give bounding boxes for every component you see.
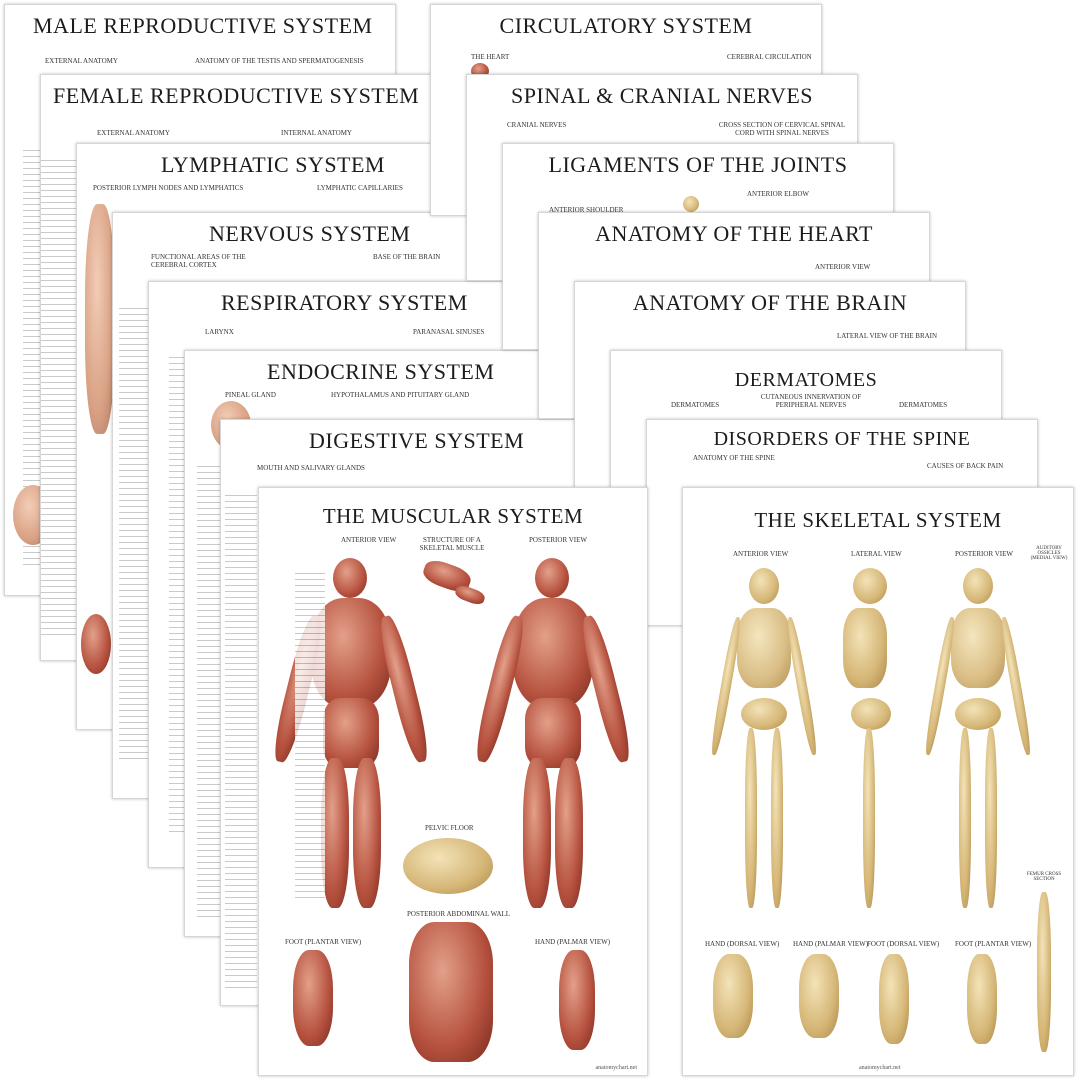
poster-title: RESPIRATORY SYSTEM (221, 290, 468, 315)
poster-title: CIRCULATORY SYSTEM (499, 13, 753, 38)
poster-title: ANATOMY OF THE HEART (595, 221, 873, 246)
view-label: POSTERIOR VIEW (529, 536, 588, 544)
view-label: HAND (PALMAR VIEW) (793, 940, 869, 948)
view-label: HAND (PALMAR VIEW) (535, 938, 611, 946)
poster-title: FEMALE REPRODUCTIVE SYSTEM (53, 83, 420, 108)
poster-subtitle: POSTERIOR LYMPH NODES AND LYMPHATICS (93, 184, 244, 192)
poster-subtitle: ANTERIOR VIEW (815, 263, 871, 271)
poster-title: ANATOMY OF THE BRAIN (632, 290, 908, 315)
anterior-skeleton (708, 568, 820, 918)
poster-subtitle: DERMATOMES (671, 401, 720, 409)
label-lines (225, 490, 257, 990)
poster-subtitle: PINEAL GLAND (225, 391, 276, 399)
label-lines (295, 568, 325, 898)
view-label: PELVIC FLOOR (425, 824, 474, 832)
poster-subtitle: ANTERIOR ELBOW (747, 190, 810, 198)
poster-title: LIGAMENTS OF THE JOINTS (548, 152, 848, 177)
poster-subtitle: LARYNX (205, 328, 234, 336)
view-label: ANTERIOR VIEW (733, 550, 789, 558)
poster-subtitle: CRANIAL NERVES (507, 121, 567, 129)
poster-subtitle: THE HEART (471, 53, 510, 61)
poster-title: DISORDERS OF THE SPINE (713, 428, 971, 450)
poster-title: DERMATOMES (734, 369, 878, 391)
view-label: LATERAL VIEW (851, 550, 902, 558)
hand-dorsal-illustration (713, 954, 753, 1038)
footer-url: anatomychart.net (859, 1065, 901, 1071)
poster-subtitle: ANTERIOR SHOULDER (549, 206, 624, 214)
posterior-skeleton (922, 568, 1034, 918)
poster-subtitle: CROSS SECTION OF CERVICAL SPINAL CORD WI… (718, 121, 846, 137)
poster-subtitle: ANATOMY OF THE TESTIS AND SPERMATOGENESI… (195, 57, 364, 65)
abdominal-wall-illustration (409, 922, 493, 1062)
poster-subtitle: CAUSES OF BACK PAIN (927, 462, 1004, 470)
poster-subtitle: ANATOMY OF THE SPINE (693, 454, 775, 462)
view-label: POSTERIOR VIEW (955, 550, 1014, 558)
poster-title: SPINAL & CRANIAL NERVES (510, 83, 814, 108)
poster-title: MALE REPRODUCTIVE SYSTEM (33, 13, 373, 38)
illustration (81, 614, 111, 674)
label-lines (119, 303, 149, 763)
poster-subtitle: FUNCTIONAL AREAS OF THE CEREBRAL CORTEX (151, 253, 246, 269)
poster-title: NERVOUS SYSTEM (209, 221, 411, 246)
poster-subtitle: EXTERNAL ANATOMY (45, 57, 118, 65)
foot-illustration (293, 950, 333, 1046)
label-lines (41, 155, 77, 635)
poster-subtitle: CUTANEOUS INNERVATION OF PERIPHERAL NERV… (760, 393, 862, 409)
view-label: FEMUR CROSS SECTION (1026, 872, 1062, 882)
pelvic-floor-illustration (403, 838, 493, 894)
poster-subtitle: HYPOTHALAMUS AND PITUITARY GLAND (331, 391, 470, 399)
illustration (85, 204, 115, 434)
view-label: STRUCTURE OF A SKELETAL MUSCLE (419, 536, 485, 552)
poster-skeletal: THE SKELETAL SYSTEM ANTERIOR VIEW LATERA… (682, 487, 1074, 1076)
foot-plantar-illustration (967, 954, 997, 1044)
poster-subtitle: INTERNAL ANATOMY (281, 129, 352, 137)
poster-title: THE MUSCULAR SYSTEM (322, 504, 584, 528)
poster-subtitle: EXTERNAL ANATOMY (97, 129, 170, 137)
poster-subtitle: DERMATOMES (899, 401, 948, 409)
poster-title: DIGESTIVE SYSTEM (309, 428, 525, 453)
view-label: AUDITORY OSSICLES (MEDIAL VIEW) (1030, 546, 1068, 561)
poster-title: LYMPHATIC SYSTEM (161, 152, 385, 177)
view-label: POSTERIOR ABDOMINAL WALL (407, 910, 511, 918)
posterior-muscle-figure (471, 558, 635, 918)
poster-title: ENDOCRINE SYSTEM (267, 359, 495, 384)
hand-palmar-illustration (799, 954, 839, 1038)
bone-illustration (683, 196, 699, 212)
poster-subtitle: LATERAL VIEW OF THE BRAIN (837, 332, 938, 340)
hand-illustration (559, 950, 595, 1050)
poster-muscular: THE MUSCULAR SYSTEM ANTERIOR VIEW STRUCT… (258, 487, 648, 1076)
view-label: FOOT (DORSAL VIEW) (867, 940, 940, 948)
femur-illustration (1037, 892, 1051, 1052)
poster-subtitle: CEREBRAL CIRCULATION (727, 53, 812, 61)
poster-subtitle: MOUTH AND SALIVARY GLANDS (257, 464, 365, 472)
view-label: FOOT (PLANTAR VIEW) (285, 938, 362, 946)
poster-title: THE SKELETAL SYSTEM (754, 508, 1002, 532)
view-label: ANTERIOR VIEW (341, 536, 397, 544)
view-label: FOOT (PLANTAR VIEW) (955, 940, 1032, 948)
poster-subtitle: LYMPHATIC CAPILLARIES (317, 184, 403, 192)
lateral-skeleton (833, 568, 903, 918)
foot-dorsal-illustration (879, 954, 909, 1044)
poster-subtitle: PARANASAL SINUSES (413, 328, 485, 336)
view-label: HAND (DORSAL VIEW) (705, 940, 780, 948)
footer-url: anatomychart.net (595, 1065, 637, 1071)
poster-subtitle: BASE OF THE BRAIN (373, 253, 441, 261)
